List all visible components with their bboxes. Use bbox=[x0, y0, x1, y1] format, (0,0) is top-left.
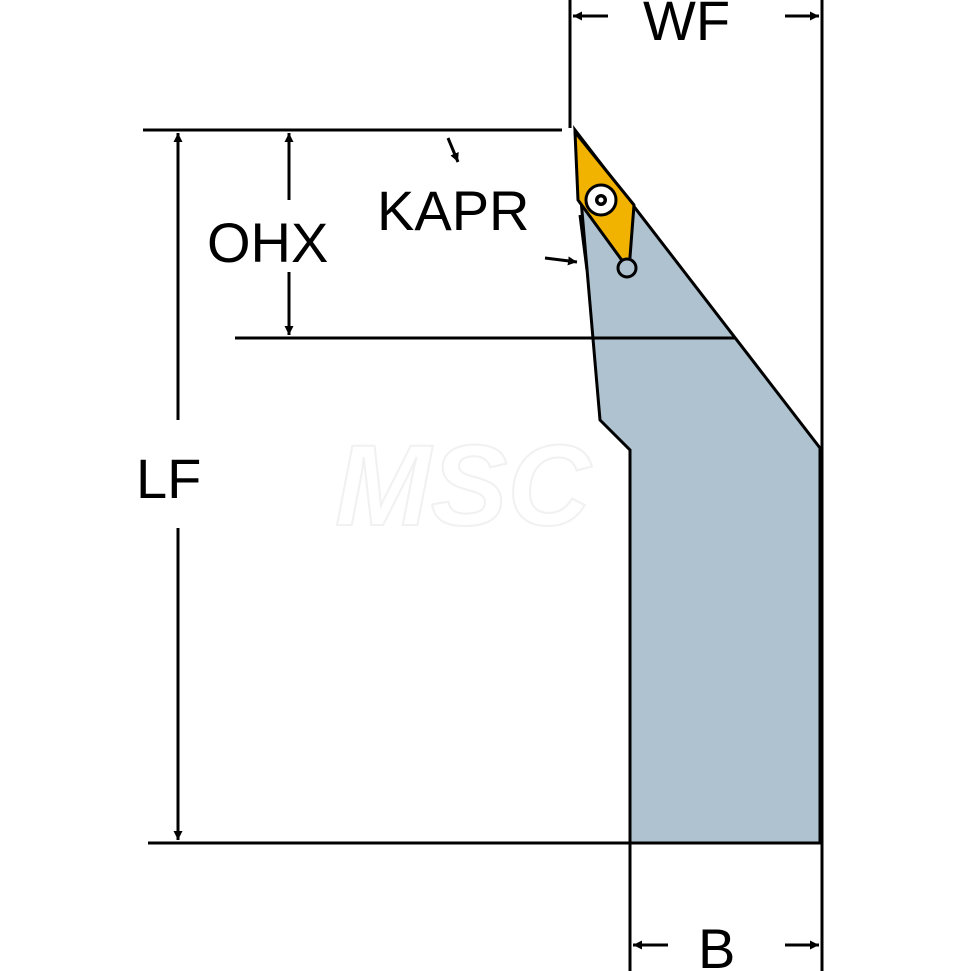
ohx-label: OHX bbox=[207, 211, 328, 274]
kapr-arrow-bottom bbox=[544, 256, 578, 266]
lf-label: LF bbox=[136, 447, 201, 510]
pin-hole bbox=[616, 257, 638, 279]
wf-label: WF bbox=[643, 0, 730, 52]
watermark-text: MSC bbox=[335, 422, 593, 550]
kapr-label: KAPR bbox=[377, 179, 530, 242]
torx-screw-icon bbox=[584, 183, 618, 217]
kapr-arrow-top bbox=[446, 137, 460, 163]
b-label: B bbox=[698, 917, 735, 971]
pocket-edge bbox=[578, 214, 589, 271]
